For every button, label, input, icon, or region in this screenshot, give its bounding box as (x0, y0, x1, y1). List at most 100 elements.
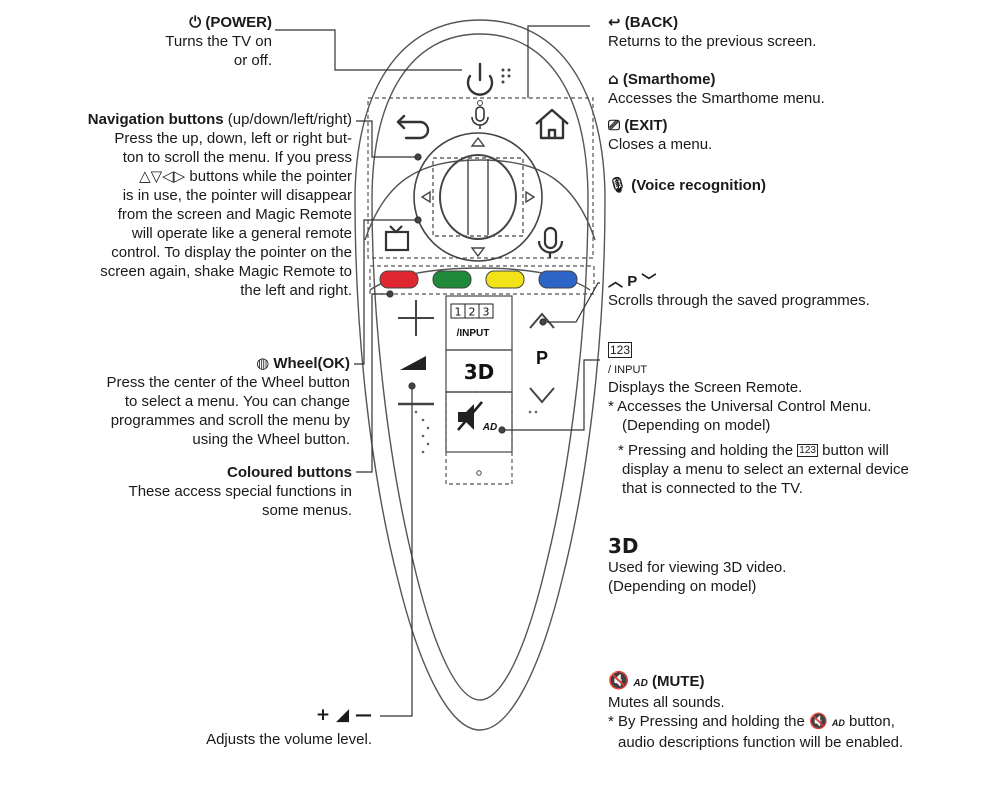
power-desc: Turns the TV on or off. (165, 33, 272, 69)
nav-line-6: will operate like a general remote (131, 225, 352, 242)
wheel-title: Wheel(OK) (273, 355, 350, 372)
mute-desc: Mutes all sounds. (608, 694, 725, 711)
nav-line-2: ton to scroll the menu. If you press (122, 149, 352, 166)
remote-small-mic-icon (471, 106, 489, 129)
input-digits: 123 (608, 342, 633, 358)
mute-icon: 🔇 (608, 671, 630, 691)
three-d-desc1: Used for viewing 3D video. (608, 559, 787, 576)
mute-ad: AD (633, 678, 648, 689)
nav-title-suffix: (up/down/left/right) (227, 111, 352, 128)
inline-mute-ad: AD (831, 718, 845, 728)
blue-button[interactable] (538, 270, 578, 289)
remote-voice-mic-icon (537, 226, 564, 258)
coloured-label: Coloured buttons These access special fu… (0, 463, 352, 520)
nav-line-1: Press the up, down, left or right but- (114, 130, 352, 147)
mute-label: 🔇 AD (MUTE) Mutes all sounds. * By Press… (608, 672, 993, 752)
back-label: ↩ (BACK) Returns to the previous screen. (608, 13, 988, 51)
wheel-line-1: Press the center of the Wheel button (106, 374, 350, 391)
input-note1b: (Depending on model) (622, 417, 771, 434)
remote-volume-rocker (398, 300, 434, 406)
input-note2a: * Pressing and holding the (618, 442, 794, 459)
remote-navigation-ring (413, 132, 543, 262)
red-button[interactable] (379, 270, 419, 289)
volume-icons: + ◢ — (315, 705, 372, 725)
remote-back-icon (396, 114, 430, 140)
power-label: ⏻ (POWER) Turns the TV on or off. (150, 13, 272, 70)
smarthome-desc: Accesses the Smarthome menu. (608, 90, 825, 107)
back-desc: Returns to the previous screen. (608, 33, 817, 50)
input-note2d: that is connected to the TV. (622, 480, 803, 497)
programme-desc: Scrolls through the saved programmes. (608, 292, 870, 309)
voice-title: (Voice recognition) (631, 177, 766, 194)
remote-programme-rocker (529, 312, 555, 404)
nav-line-9: the left and right. (240, 282, 352, 299)
navigation-label: Navigation buttons (up/down/left/right) … (0, 110, 352, 300)
remote-exit-icon (384, 225, 410, 252)
input-slash-label: / INPUT (608, 364, 648, 376)
mute-title: (MUTE) (651, 673, 705, 690)
arrow-symbols-icon: △▽◁▷ (139, 167, 186, 185)
input-note2c: display a menu to select an external dev… (622, 461, 909, 478)
voice-label: 🎙 (Voice recognition) (608, 176, 988, 195)
back-title: (BACK) (624, 14, 679, 31)
chevron-up-icon: ︿ (608, 272, 624, 290)
smarthome-icon: ⌂ (608, 70, 619, 88)
inline-mute-icon: 🔇 (808, 712, 828, 730)
nav-line-4: is in use, the pointer will disappear (122, 187, 352, 204)
nav-line-5: from the screen and Magic Remote (117, 206, 352, 223)
volume-label: + ◢ — Adjusts the volume level. (150, 706, 372, 755)
remote-input-digit-3: 3 (483, 306, 490, 319)
input-digits-icon: 123 (608, 342, 633, 358)
remote-mute-icon (457, 401, 483, 431)
coloured-line-2: some menus. (261, 502, 352, 519)
mute-note1b: button, (849, 713, 895, 730)
input-note2b: button will (822, 442, 889, 459)
power-title: (POWER) (205, 14, 272, 31)
remote-3d-label: 3D (464, 360, 495, 384)
remote-p-label: P (536, 348, 548, 368)
voice-mic-icon: 🎙 (608, 176, 628, 194)
yellow-button[interactable] (485, 270, 525, 289)
nav-line-8: screen again, shake Magic Remote to (100, 263, 352, 280)
wheel-icon: ◍ (256, 354, 270, 372)
programme-label: ︿ P ﹀ Scrolls through the saved programm… (608, 272, 988, 310)
three-d-label: 3D Used for viewing 3D video. (Depending… (608, 534, 988, 596)
input-note1a: * Accesses the Universal Control Menu. (608, 398, 872, 415)
wheel-line-4: using the Wheel button. (192, 431, 350, 448)
exit-title: (EXIT) (624, 117, 668, 134)
nav-title: Navigation buttons (87, 111, 224, 128)
green-button[interactable] (432, 270, 472, 289)
exit-label: ⎚ (EXIT) Closes a menu. (608, 116, 988, 154)
leader-lines (275, 25, 600, 717)
exit-icon: ⎚ (608, 116, 621, 134)
input-label: 123 / INPUT Displays the Screen Remote. … (608, 340, 993, 498)
remote-input-digit-2: 2 (469, 306, 476, 319)
inline-input-icon: 123 (797, 444, 818, 457)
three-d-icon: 3D (608, 534, 639, 558)
wheel-line-2: to select a menu. You can change (124, 393, 350, 410)
volume-desc: Adjusts the volume level. (206, 731, 372, 748)
remote-input-digit-1: 1 (455, 306, 462, 319)
remote-input-label: /INPUT (457, 328, 490, 339)
remote-power-icon (466, 62, 494, 96)
coloured-line-1: These access special functions in (128, 483, 352, 500)
wheel-label: ◍ Wheel(OK) Press the center of the Whee… (0, 354, 350, 449)
nav-line-7: control. To display the pointer on the (111, 244, 352, 261)
coloured-title: Coloured buttons (227, 464, 352, 481)
back-icon: ↩ (608, 13, 621, 31)
smarthome-label: ⌂ (Smarthome) Accesses the Smarthome men… (608, 70, 988, 108)
nav-line-3: buttons while the pointer (189, 168, 352, 185)
power-icon: ⏻ (189, 13, 202, 31)
wheel-line-3: programmes and scroll the menu by (110, 412, 350, 429)
exit-desc: Closes a menu. (608, 136, 713, 153)
programme-p: P (627, 273, 638, 290)
remote-home-icon (535, 108, 569, 140)
three-d-desc2: (Depending on model) (608, 578, 757, 595)
input-desc: Displays the Screen Remote. (608, 379, 803, 396)
mute-note1c: audio descriptions function will be enab… (618, 734, 904, 751)
smarthome-title: (Smarthome) (622, 71, 716, 88)
chevron-down-icon: ﹀ (641, 272, 657, 290)
mute-note1a: * By Pressing and holding the (608, 713, 805, 730)
remote-input-keys (450, 303, 494, 319)
